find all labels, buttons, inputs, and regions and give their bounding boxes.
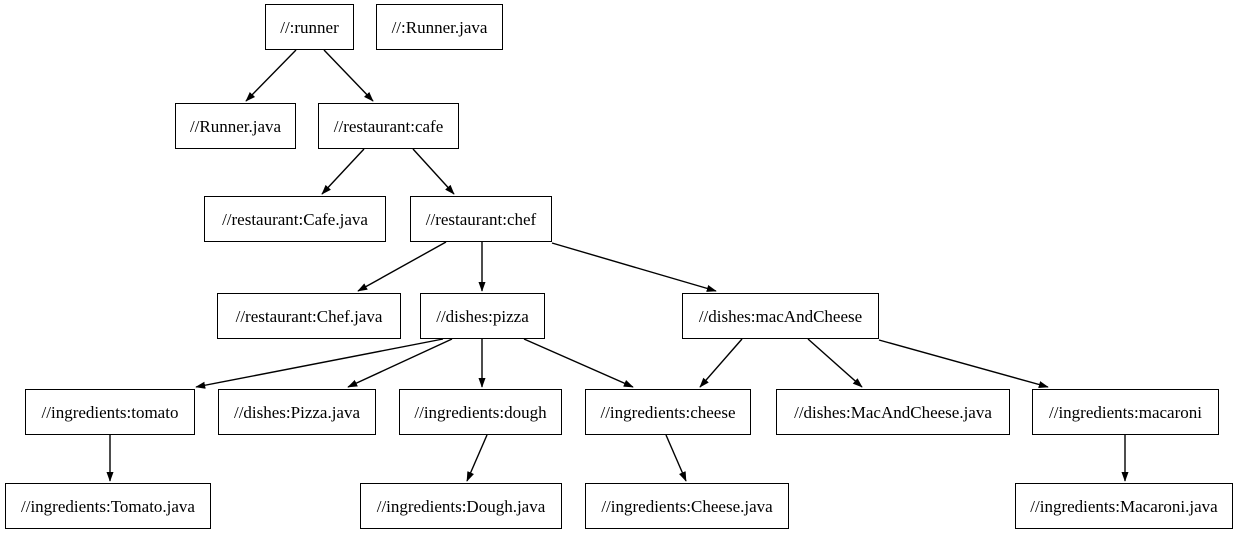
graph-edge — [523, 338, 634, 388]
graph-node-label: //dishes:pizza — [436, 306, 529, 326]
graph-node-label: //ingredients:cheese — [600, 402, 736, 422]
graph-node-label: //Runner.java — [189, 116, 282, 136]
graph-node[interactable]: //ingredients:Dough.java — [360, 483, 562, 529]
graph-edge — [466, 434, 488, 482]
graph-edge — [245, 49, 297, 102]
graph-node[interactable]: //restaurant:cafe — [318, 103, 459, 149]
graph-node-label: //restaurant:Chef.java — [235, 306, 383, 326]
graph-node-label: //ingredients:dough — [414, 402, 547, 422]
graph-node-label: //restaurant:cafe — [333, 116, 444, 136]
graph-node-label: //restaurant:chef — [425, 209, 537, 229]
graph-edge — [323, 49, 374, 102]
graph-edge — [807, 338, 863, 388]
graph-edge — [321, 148, 365, 195]
graph-node[interactable]: //ingredients:tomato — [25, 389, 195, 435]
graph-node-label: //ingredients:Macaroni.java — [1030, 496, 1218, 516]
graph-node-label: //ingredients:Dough.java — [376, 496, 546, 516]
graph-node[interactable]: //dishes:Pizza.java — [218, 389, 376, 435]
graph-node[interactable]: //ingredients:dough — [399, 389, 562, 435]
graph-node[interactable]: //restaurant:Cafe.java — [204, 196, 386, 242]
graph-node[interactable]: //dishes:macAndCheese — [682, 293, 879, 339]
graph-edge — [412, 148, 455, 195]
graph-node[interactable]: //ingredients:Macaroni.java — [1015, 483, 1233, 529]
graph-node-label: //dishes:Pizza.java — [233, 402, 361, 422]
graph-node[interactable]: //:runner — [265, 4, 354, 50]
graph-node-label: //ingredients:Tomato.java — [21, 496, 195, 516]
graph-edge — [195, 338, 444, 389]
graph-node-label: //:Runner.java — [391, 17, 488, 37]
graph-node-label: //dishes:macAndCheese — [698, 306, 863, 326]
graph-node[interactable]: //restaurant:Chef.java — [217, 293, 401, 339]
graph-node[interactable]: //ingredients:cheese — [585, 389, 751, 435]
graph-edge — [347, 338, 453, 388]
graph-node-label: //ingredients:Cheese.java — [601, 496, 773, 516]
graph-edge — [551, 242, 717, 292]
graph-edge — [878, 339, 1049, 389]
graph-node[interactable]: //restaurant:chef — [410, 196, 552, 242]
graph-edge — [665, 434, 687, 482]
graph-edge — [357, 241, 447, 292]
graph-node[interactable]: //Runner.java — [175, 103, 296, 149]
graph-node[interactable]: //dishes:MacAndCheese.java — [776, 389, 1010, 435]
graph-node-label: //ingredients:macaroni — [1049, 402, 1202, 422]
graph-node[interactable]: //ingredients:macaroni — [1032, 389, 1219, 435]
graph-node-label: //:runner — [280, 17, 339, 37]
graph-node[interactable]: //dishes:pizza — [420, 293, 545, 339]
graph-node-label: //restaurant:Cafe.java — [222, 209, 368, 229]
graph-node-label: //dishes:MacAndCheese.java — [794, 402, 992, 422]
graph-node[interactable]: //ingredients:Cheese.java — [585, 483, 789, 529]
graph-edge — [699, 338, 743, 388]
graph-node-label: //ingredients:tomato — [41, 402, 179, 422]
graph-node[interactable]: //ingredients:Tomato.java — [5, 483, 211, 529]
graph-node[interactable]: //:Runner.java — [376, 4, 503, 50]
